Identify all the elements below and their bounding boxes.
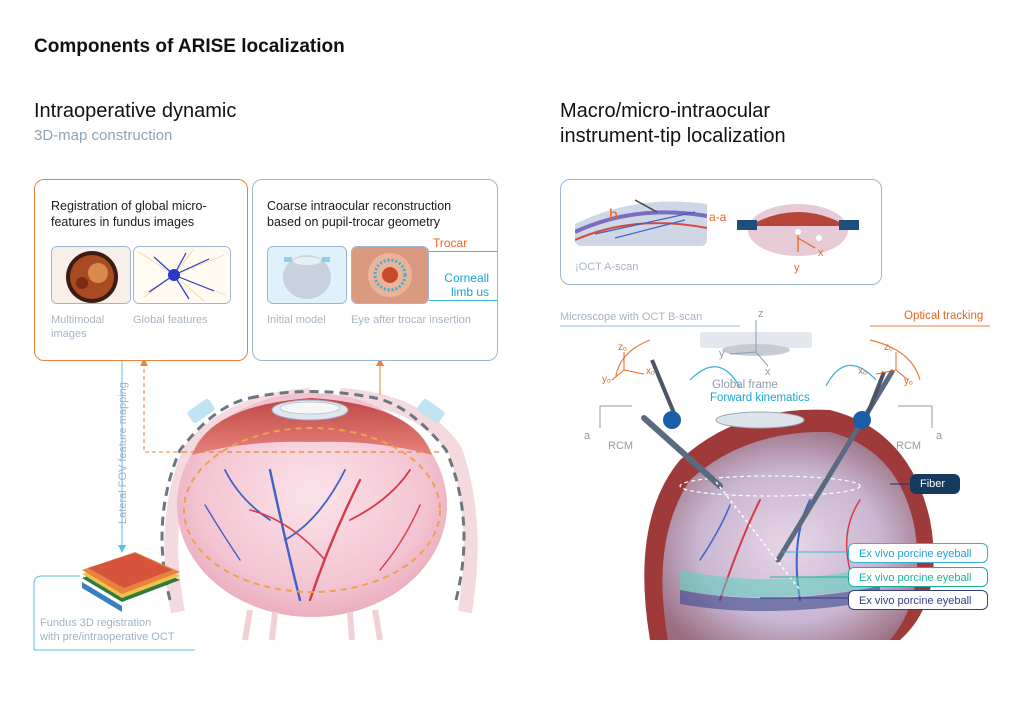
eye-after-trocar-thumb xyxy=(351,246,429,304)
reconstruction-title-line1: Coarse intraocular reconstruction xyxy=(267,199,452,213)
fundus-caption-line1: Fundus 3D registration xyxy=(40,617,152,629)
registration-title-line1: Registration of global micro- xyxy=(51,199,207,213)
global-z-label: z xyxy=(758,308,764,320)
trocar-leader xyxy=(429,251,497,252)
left-rcm-label: RCM xyxy=(608,440,634,452)
a-scan-x-label: x xyxy=(818,247,824,259)
limbus-label-line2: limb us xyxy=(450,285,489,299)
initial-model-caption: Initial model xyxy=(267,314,326,326)
right-yo-label: yₒ xyxy=(904,376,913,387)
multimodal-image-thumb xyxy=(51,246,131,304)
registration-box: Registration of global micro- features i… xyxy=(34,179,248,361)
multimodal-caption-line1: Multimodal xyxy=(51,314,105,326)
microscope-label: Microscope with OCT B-scan xyxy=(560,311,703,323)
a-scan-cross-section xyxy=(737,198,859,256)
eye-after-trocar-caption: Eye after trocar insertion xyxy=(351,314,471,326)
global-y-label: y xyxy=(719,348,725,360)
svg-text:h: h xyxy=(609,207,618,224)
registration-title-line2: features in fundus images xyxy=(51,215,195,229)
global-frame-label: Global frame xyxy=(712,379,778,391)
left-a-label: a xyxy=(584,430,591,442)
right-heading-line2: instrument-tip localization xyxy=(560,125,786,147)
global-features-thumb xyxy=(133,246,231,304)
right-heading-line1: Macro/micro-intraocular xyxy=(560,100,771,122)
a-scan-y-label: y xyxy=(794,262,800,274)
initial-model-thumb xyxy=(267,246,347,304)
left-yo-label: yₒ xyxy=(602,374,611,385)
forward-kinematics-label: Forward kinematics xyxy=(710,392,810,404)
eyeball-pill-3: Ex vivo porcine eyeball xyxy=(848,590,988,610)
left-heading: Intraoperative dynamic xyxy=(34,100,237,122)
fiber-badge: Fiber xyxy=(910,474,960,494)
a-scan-box: h ¡OCT A-scan a-a x y xyxy=(560,179,882,285)
right-rcm-label: RCM xyxy=(896,440,922,452)
limbus-leader xyxy=(429,300,497,301)
eyeball-pill-2: Ex vivo porcine eyeball xyxy=(848,567,988,587)
right-zo-label: zₒ xyxy=(884,342,893,353)
global-features-caption: Global features xyxy=(133,314,208,326)
reconstruction-box: Coarse intraocular reconstruction based … xyxy=(252,179,498,361)
left-xo-label: xₒ xyxy=(646,366,655,377)
page-title: Components of ARISE localization xyxy=(34,36,345,57)
left-subheading: 3D-map construction xyxy=(34,127,173,144)
fundus-caption-line2: with pre/intraoperative OCT xyxy=(40,631,175,643)
reconstruction-title-line2: based on pupil-trocar geometry xyxy=(267,215,441,229)
global-x-label: x xyxy=(765,366,771,378)
eyeball-pill-1: Ex vivo porcine eyeball xyxy=(848,543,988,563)
limbus-label-line1: Corneall xyxy=(444,271,489,285)
left-zo-label: zₒ xyxy=(618,342,627,353)
a-scan-image: h xyxy=(575,194,707,246)
aa-label: a-a xyxy=(709,210,727,224)
right-a-label: a xyxy=(936,430,943,442)
a-scan-caption: ¡OCT A-scan xyxy=(575,261,639,273)
right-xo-label: xₒ xyxy=(858,366,867,377)
optical-tracking-label: Optical tracking xyxy=(904,310,984,322)
trocar-label: Trocar xyxy=(433,236,468,250)
multimodal-caption-line2: images xyxy=(51,328,87,340)
